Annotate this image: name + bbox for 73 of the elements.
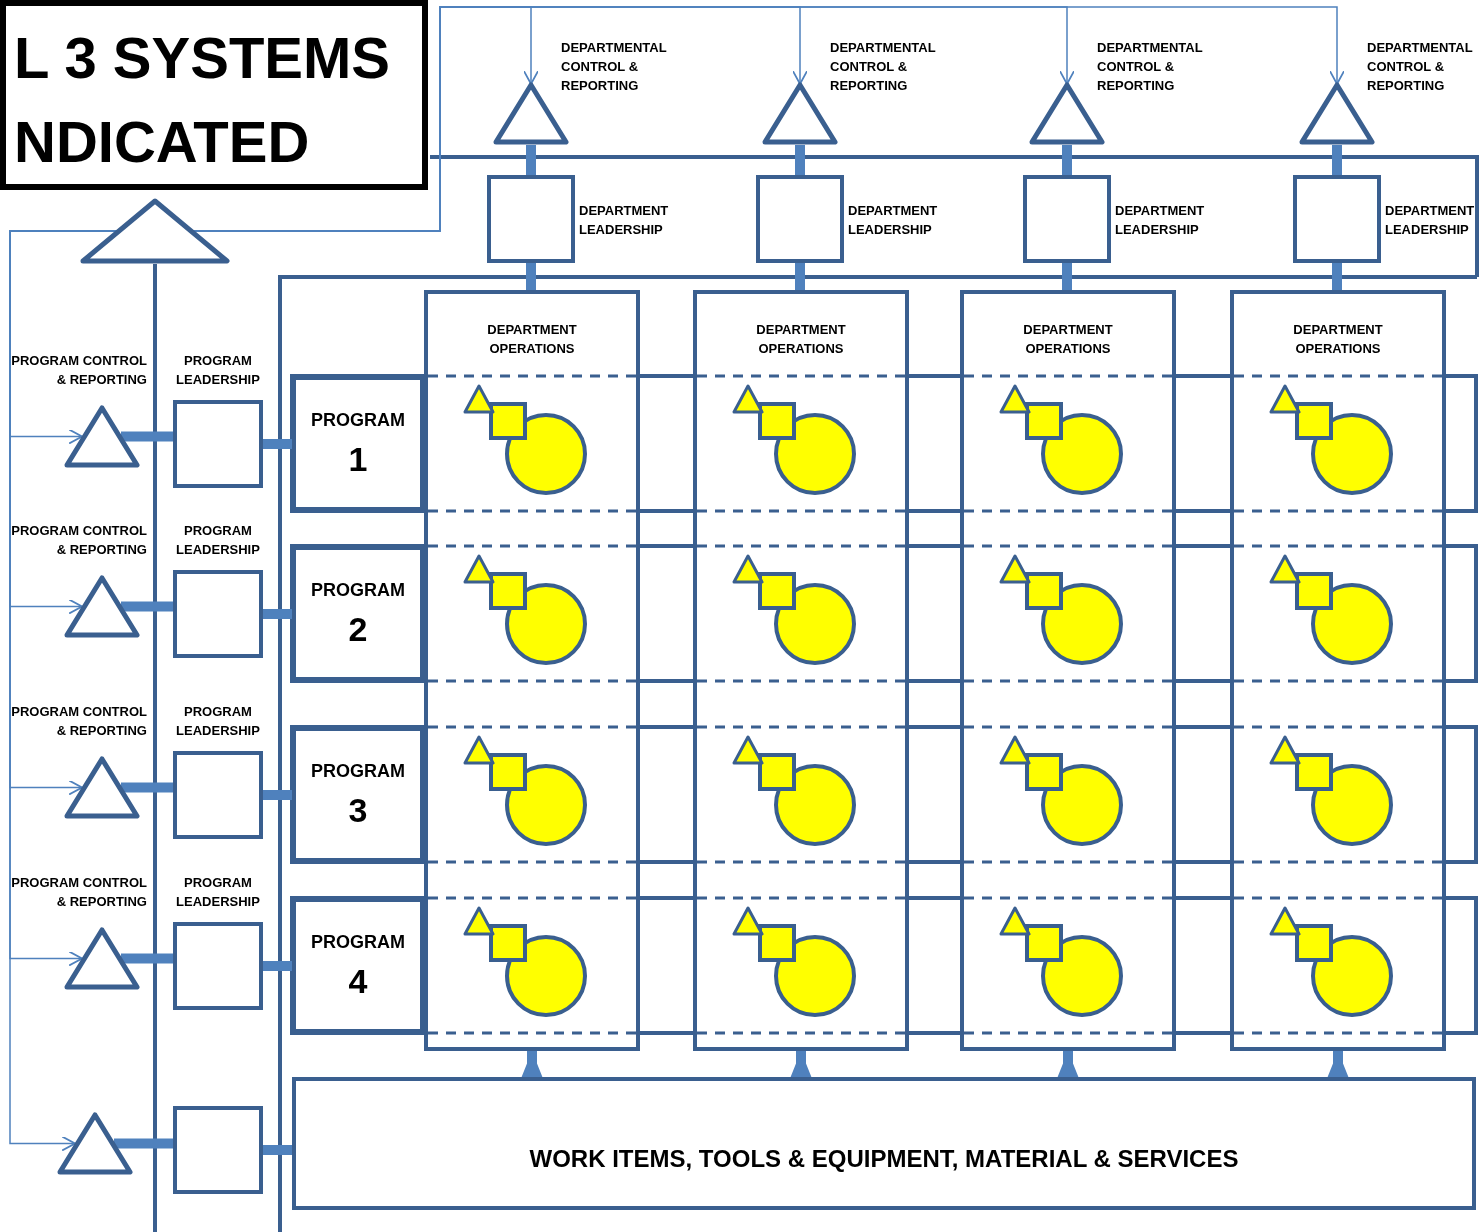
control-triangle [64, 575, 140, 638]
caption-label: PROGRAM LEADERSHIP [175, 874, 261, 911]
program-box [292, 376, 424, 511]
connector-line [1332, 145, 1342, 175]
control-triangle [64, 756, 140, 819]
caption-label: DEPARTMENT LEADERSHIP [579, 202, 670, 239]
program-label: PROGRAM [310, 580, 406, 601]
program-label: PROGRAM [310, 932, 406, 953]
caption-label: PROGRAM CONTROL & REPORTING [10, 874, 147, 911]
caption-label: PROGRAM CONTROL & REPORTING [10, 522, 147, 559]
connector-line [121, 431, 173, 442]
title-box [0, 0, 428, 190]
connector-line [263, 961, 292, 971]
connector-line [121, 782, 173, 793]
program-number: 3 [347, 791, 369, 830]
caption-label: PROGRAM LEADERSHIP [175, 522, 261, 559]
leadership-box [173, 1106, 263, 1194]
connector-line [1062, 145, 1072, 175]
resource-box [292, 1077, 1476, 1210]
leadership-box [487, 175, 575, 263]
program-label: PROGRAM [310, 410, 406, 431]
column-heading: DEPARTMENT OPERATIONS [1022, 321, 1114, 358]
caption-label: DEPARTMENT LEADERSHIP [848, 202, 939, 239]
connector-line [1332, 263, 1342, 290]
caption-label: PROGRAM LEADERSHIP [175, 352, 261, 389]
connector-line [526, 145, 536, 175]
program-number: 4 [347, 962, 369, 1001]
connector-line [263, 439, 292, 449]
column-heading: DEPARTMENT OPERATIONS [486, 321, 578, 358]
caption-label: DEPARTMENTAL CONTROL & REPORTING [1097, 39, 1204, 95]
control-triangle [80, 198, 230, 264]
program-number: 1 [347, 440, 369, 479]
caption-label: DEPARTMENTAL CONTROL & REPORTING [561, 39, 668, 95]
caption-label: PROGRAM LEADERSHIP [175, 703, 261, 740]
column-heading: DEPARTMENT OPERATIONS [1292, 321, 1384, 358]
connector-line [795, 145, 805, 175]
box-label: WORK ITEMS, TOOLS & EQUIPMENT, MATERIAL & SERVICES [528, 1145, 1240, 1173]
caption-label: DEPARTMENT LEADERSHIP [1115, 202, 1206, 239]
program-box [292, 546, 424, 681]
arrow [520, 1051, 544, 1077]
control-triangle [57, 1112, 133, 1175]
control-triangle [64, 405, 140, 468]
arrow [1326, 1051, 1350, 1077]
caption-label: PROGRAM CONTROL & REPORTING [10, 703, 147, 740]
caption-label: DEPARTMENT LEADERSHIP [1385, 202, 1476, 239]
leadership-box [173, 570, 263, 658]
connector-line [121, 953, 173, 964]
leadership-box [756, 175, 844, 263]
program-label: PROGRAM [310, 761, 406, 782]
caption-label: PROGRAM CONTROL & REPORTING [10, 352, 147, 389]
connector-line [526, 263, 536, 290]
connector-line [114, 1138, 173, 1149]
arrow [1056, 1051, 1080, 1077]
caption-label: DEPARTMENTAL CONTROL & REPORTING [1367, 39, 1474, 95]
connector-line [263, 609, 292, 619]
connector-line [1062, 263, 1072, 290]
leadership-box [1293, 175, 1381, 263]
program-number: 2 [347, 610, 369, 649]
title-text: L 3 SYSTEMS NDICATED [14, 24, 392, 176]
control-triangle [64, 927, 140, 990]
connector-line [795, 263, 805, 290]
connector-line [263, 1145, 292, 1155]
program-box [292, 898, 424, 1033]
arrow [789, 1051, 813, 1077]
leadership-box [173, 922, 263, 1010]
leadership-box [1023, 175, 1111, 263]
leadership-box [173, 751, 263, 839]
leadership-box [173, 400, 263, 488]
column-heading: DEPARTMENT OPERATIONS [755, 321, 847, 358]
connector-line [121, 601, 173, 612]
connector-line [263, 790, 292, 800]
caption-label: DEPARTMENTAL CONTROL & REPORTING [830, 39, 937, 95]
program-box [292, 727, 424, 862]
